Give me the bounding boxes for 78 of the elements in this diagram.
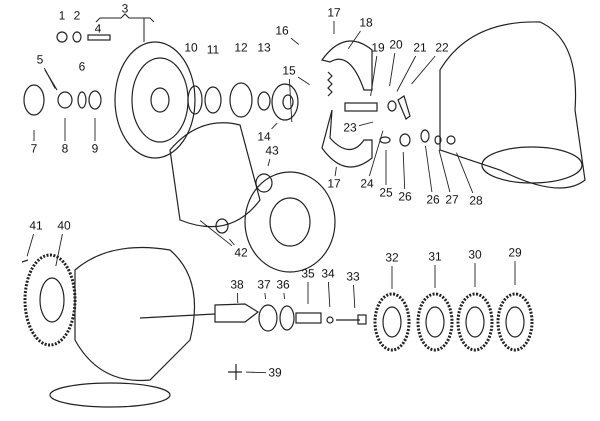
callout-number: 8 <box>62 142 68 156</box>
leader-line <box>456 152 474 194</box>
leader-line <box>268 158 270 167</box>
callout-number: 4 <box>94 22 102 36</box>
leader-line <box>328 282 330 308</box>
leader-line <box>402 152 406 190</box>
leader-line <box>358 122 374 126</box>
leader-line <box>290 38 300 45</box>
callout-number: 41 <box>29 220 43 232</box>
callout-number: 39 <box>268 366 282 380</box>
callout-number: 1 <box>58 10 66 22</box>
callout-number: 27 <box>445 194 459 206</box>
callout-number: 11 <box>206 44 220 56</box>
leader-line <box>411 56 436 84</box>
callout-number: 13 <box>257 42 271 54</box>
leader-line <box>348 30 361 50</box>
leader-line <box>425 146 432 192</box>
leader-line <box>474 262 476 288</box>
leader-line <box>389 52 396 86</box>
leader-line <box>434 264 436 288</box>
callout-number: 33 <box>346 270 360 284</box>
callout-number: 36 <box>276 278 290 292</box>
leader-line <box>353 284 356 308</box>
callout-number: 20 <box>389 38 403 52</box>
leader-line <box>370 56 378 96</box>
callout-number: 15 <box>282 64 296 78</box>
callout-number: 14 <box>257 130 271 144</box>
callout-number: 18 <box>359 16 373 30</box>
callout-number: 26 <box>398 190 412 204</box>
leader-line <box>438 149 450 192</box>
leader-line <box>26 234 34 257</box>
callout-number: 40 <box>57 220 71 232</box>
callout-number: 21 <box>413 42 427 54</box>
leader-line <box>64 118 66 142</box>
leader-line <box>271 122 278 130</box>
callout-number: 29 <box>508 246 522 260</box>
leader-line <box>514 260 516 286</box>
callout-number: 22 <box>435 42 449 54</box>
leader-line <box>236 292 238 304</box>
leader-line <box>264 292 266 300</box>
leader-line <box>396 56 416 92</box>
leader-line <box>283 292 286 300</box>
callout-number: 5 <box>36 54 44 66</box>
callout-number: 24 <box>360 178 374 190</box>
callout-number: 35 <box>301 268 315 280</box>
callout-number: 31 <box>428 250 442 264</box>
leader-line <box>288 78 292 122</box>
callout-number: 32 <box>385 252 399 264</box>
callout-number: 7 <box>30 142 38 156</box>
leader-line <box>229 238 235 246</box>
leader-line <box>298 76 310 86</box>
leader-line <box>200 220 232 246</box>
callout-number: 19 <box>371 42 385 54</box>
callout-number: 17 <box>327 6 341 20</box>
leader-line <box>368 130 384 176</box>
callout-number: 30 <box>468 248 482 262</box>
callout-number: 10 <box>184 42 198 54</box>
callout-number: 38 <box>230 278 244 292</box>
callout-number: 37 <box>257 278 271 292</box>
leader-line <box>246 372 266 374</box>
callout-number: 3 <box>122 2 128 16</box>
callout-number: 16 <box>275 24 289 38</box>
callout-number: 2 <box>74 10 80 22</box>
callout-number: 17 <box>327 178 341 190</box>
callout-number: 9 <box>92 142 98 156</box>
leader-line <box>334 166 337 176</box>
callout-number: 23 <box>343 122 357 134</box>
callout-number: 28 <box>469 194 483 208</box>
callout-number: 25 <box>379 186 393 200</box>
callout-number: 12 <box>234 42 248 54</box>
callout-number: 26 <box>426 194 440 206</box>
callout-number: 43 <box>265 144 279 158</box>
leader-line <box>44 68 56 89</box>
callout-number: 34 <box>321 268 335 280</box>
leader-line <box>94 118 96 142</box>
leader-line <box>55 234 63 267</box>
callout-number: 42 <box>234 246 248 260</box>
callout-number: 6 <box>78 60 86 74</box>
